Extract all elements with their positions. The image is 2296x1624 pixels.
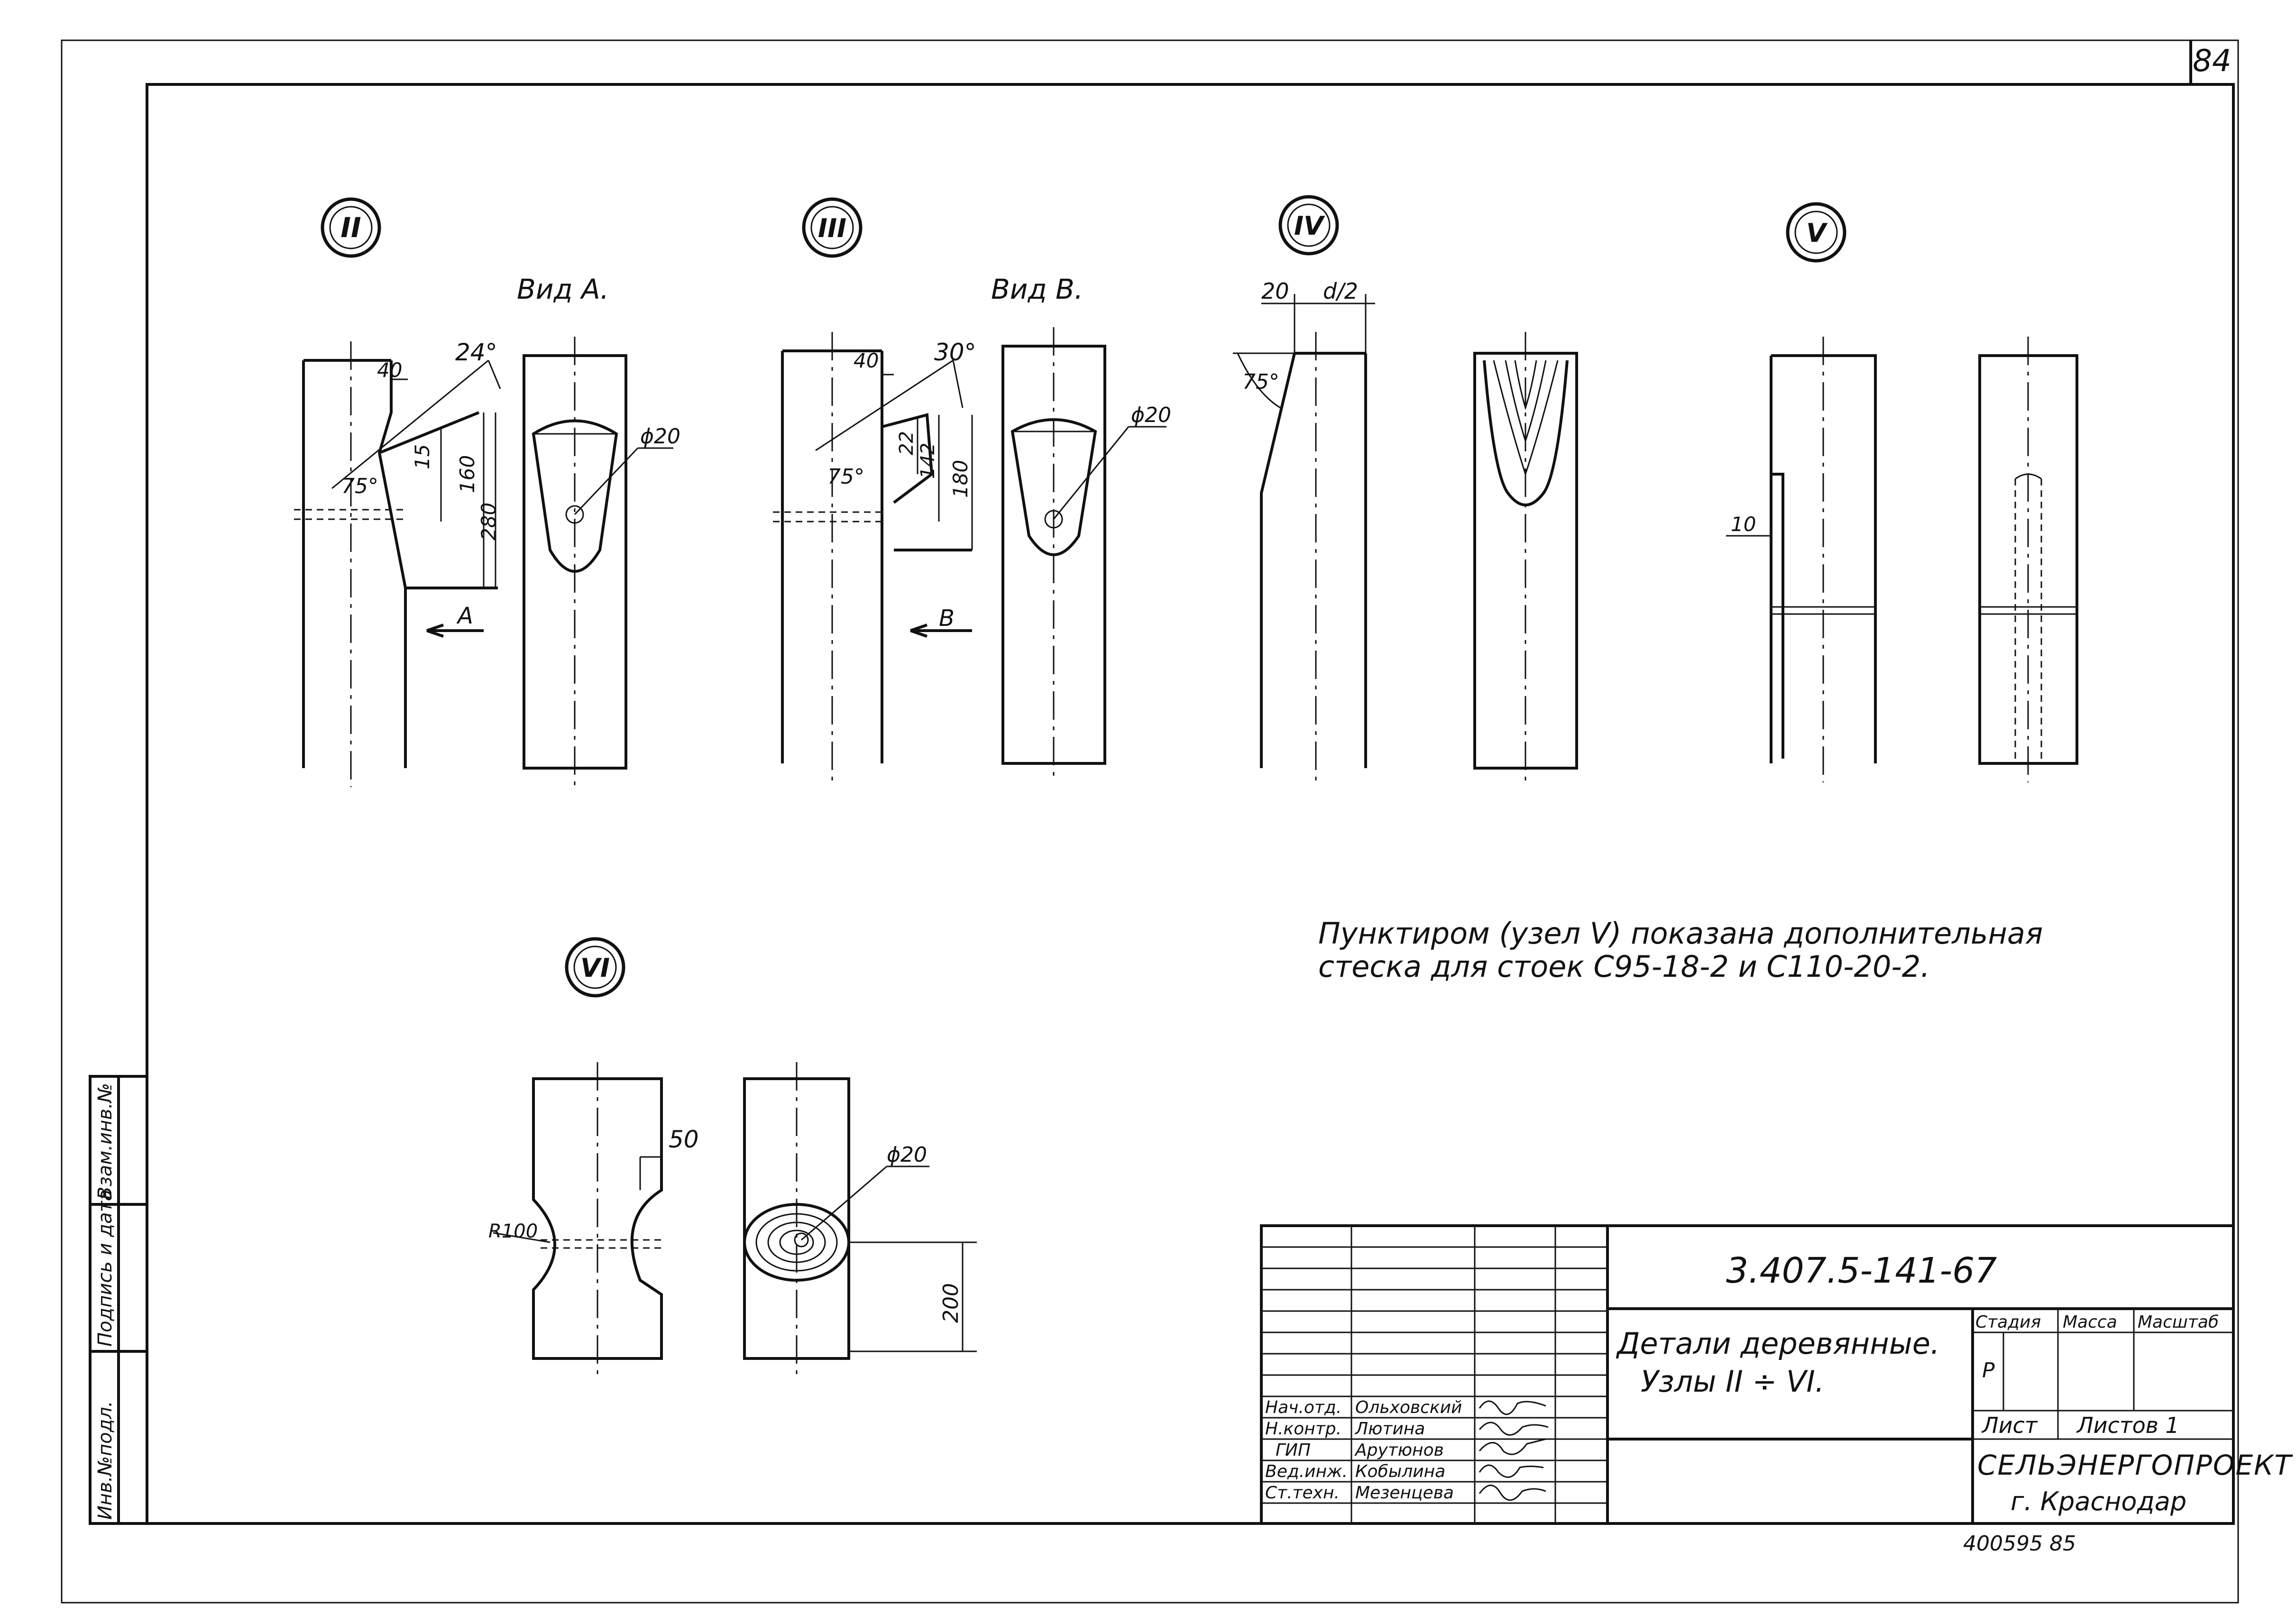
node-4-dim-b: d/2 <box>1323 278 1358 304</box>
mass-header: Масса <box>2063 1312 2117 1332</box>
node-2-dim-c: 160 <box>456 455 479 493</box>
sheet-label: Лист <box>1981 1413 2038 1438</box>
title-line-1: Детали деревянные. <box>1616 1326 1940 1361</box>
node-5-dim-a: 10 <box>1731 513 1756 536</box>
sig-role-3: ГИП <box>1276 1440 1311 1460</box>
node-3-dim-b: 22 <box>896 431 918 455</box>
node-6: VI 50 R100 ϕ20 200 <box>488 937 977 1375</box>
sheet-frames: 84 <box>61 39 2239 1604</box>
node-4: IV 20 d/2 75° <box>1233 195 1578 787</box>
side-stamp-signature: Подпись и дата <box>94 1190 116 1347</box>
node-3-dim-d: 180 <box>949 460 972 498</box>
node-2-dim-a: 40 <box>377 358 402 382</box>
node-2-dim-b: 15 <box>411 444 434 469</box>
sig-name-5: Мезенцева <box>1355 1483 1454 1503</box>
node-3-number: III <box>818 213 846 243</box>
side-stamp-inv: Инв.№подл. <box>94 1401 116 1520</box>
node-5-number: V <box>1806 218 1828 248</box>
node-4-dim-a: 20 <box>1261 278 1289 304</box>
node-6-dim-b: 200 <box>939 1283 963 1323</box>
title-block: Нач.отд. Ольховский Н.контр. Лютина ГИП … <box>1260 1224 2293 1525</box>
node-2-angle-top: 24° <box>455 339 497 366</box>
node-2-number: II <box>340 211 361 244</box>
org-city: г. Краснодар <box>2011 1486 2186 1516</box>
note-line-2: стеска для стоек С95-18-2 и С110-20-2. <box>1318 949 1930 984</box>
node-3-hole-dim: ϕ20 <box>1131 403 1171 427</box>
node-5: V 10 <box>1726 202 2078 782</box>
node-4-number: IV <box>1294 211 1325 241</box>
sig-name-4: Кобылина <box>1355 1462 1445 1481</box>
inventory-number: 400595 85 <box>1963 1532 2076 1556</box>
node-3-angle-left: 75° <box>827 465 864 489</box>
sig-role-5: Ст.техн. <box>1265 1483 1340 1503</box>
sig-name-1: Ольховский <box>1355 1398 1462 1417</box>
title-line-2: Узлы II ÷ VI. <box>1641 1364 1824 1399</box>
stage-header: Стадия <box>1975 1312 2041 1332</box>
sig-role-4: Вед.инж. <box>1265 1462 1348 1481</box>
node-3-view-label: Вид В. <box>991 273 1083 305</box>
sig-name-3: Арутюнов <box>1354 1440 1444 1460</box>
side-stamp-replace: Взам.инв.№ <box>94 1083 116 1200</box>
node-6-hole-dim: ϕ20 <box>887 1143 927 1167</box>
corner-number: 84 <box>2193 44 2231 79</box>
node-3: III Вид В. 30° 75° 40 22 142 180 В ϕ20 <box>773 197 1171 782</box>
node-2-view-label: Вид А. <box>517 273 609 305</box>
sig-role-2: Н.контр. <box>1265 1419 1341 1439</box>
node-6-number: VI <box>580 953 610 983</box>
node-6-radius: R100 <box>488 1220 538 1242</box>
sig-name-2: Лютина <box>1354 1419 1425 1439</box>
note: Пунктиром (узел V) показана дополнительн… <box>1318 916 2043 984</box>
node-2-angle-left: 75° <box>341 474 378 498</box>
stage-value: Р <box>1982 1358 1995 1383</box>
node-6-dim-a: 50 <box>669 1126 699 1153</box>
scale-header: Масштаб <box>2138 1312 2219 1332</box>
node-3-arrow-label: В <box>939 605 955 632</box>
node-3-dim-c: 142 <box>917 443 939 479</box>
node-3-angle-top: 30° <box>934 339 976 366</box>
node-2-hole-dim: ϕ20 <box>640 424 680 449</box>
sheets-label: Листов 1 <box>2076 1413 2179 1438</box>
doc-number: 3.407.5-141-67 <box>1726 1250 1997 1291</box>
org-name: СЕЛЬЭНЕРГОПРОЕКТ <box>1977 1449 2293 1481</box>
node-4-angle: 75° <box>1242 370 1279 394</box>
note-line-1: Пунктиром (узел V) показана дополнительн… <box>1318 916 2043 951</box>
side-stamp: Инв.№подл. Подпись и дата Взам.инв.№ <box>89 1075 148 1525</box>
node-2-dim-d: 280 <box>477 503 500 541</box>
node-3-dim-a: 40 <box>854 349 879 372</box>
node-2: II Вид А. 24° 75° 40 15 160 280 А ϕ20 <box>294 197 680 787</box>
node-2-arrow-label: А <box>456 603 473 629</box>
sig-role-1: Нач.отд. <box>1265 1398 1341 1417</box>
